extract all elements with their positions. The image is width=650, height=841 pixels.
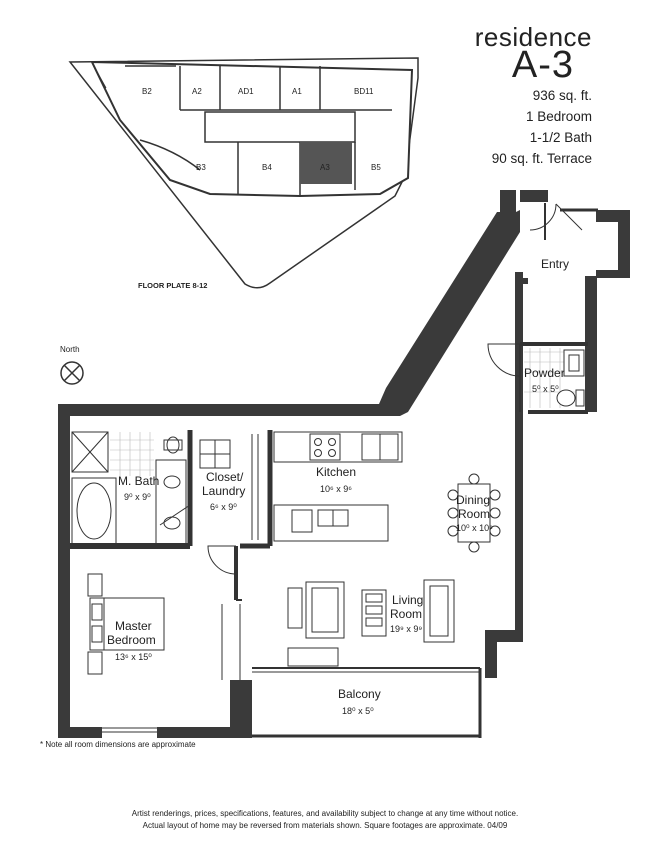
residence-word: residence bbox=[474, 22, 592, 52]
dining-dims: 10⁰ x 10⁶ bbox=[456, 523, 493, 533]
spec-bedrooms: 1 Bedroom bbox=[525, 109, 592, 124]
key-plate bbox=[68, 57, 419, 289]
closet-dims: 6⁶ x 9⁰ bbox=[210, 502, 237, 512]
spec-sqft: 936 sq. ft. bbox=[532, 88, 592, 103]
key-unit-a3: A3 bbox=[320, 163, 330, 172]
compass-label: North bbox=[60, 345, 80, 354]
bedroom-furniture bbox=[87, 573, 165, 675]
door-swings bbox=[159, 203, 583, 680]
balcony-dims: 18⁰ x 5⁰ bbox=[342, 706, 374, 716]
key-unit-b2: B2 bbox=[142, 87, 152, 96]
spec-terrace: 90 sq. ft. Terrace bbox=[491, 151, 592, 166]
north-compass-icon bbox=[60, 361, 84, 385]
dimensions-note: * Note all room dimensions are approxima… bbox=[40, 740, 196, 749]
closet-label-line2: Laundry bbox=[202, 484, 245, 498]
powder-fixtures bbox=[556, 349, 585, 407]
kitchen-fixtures bbox=[273, 431, 403, 542]
key-unit-b5: B5 bbox=[371, 163, 381, 172]
kitchen-label: Kitchen bbox=[316, 465, 356, 479]
entry-label: Entry bbox=[541, 257, 569, 271]
master-bath-fixtures bbox=[71, 431, 187, 545]
key-plate-caption: FLOOR PLATE 8-12 bbox=[138, 281, 207, 290]
master-bedroom-dims: 13⁶ x 15⁰ bbox=[115, 652, 152, 662]
key-unit-a2: A2 bbox=[192, 87, 202, 96]
master-bedroom-label-line1: Master bbox=[115, 619, 152, 633]
living-dims: 19⁹ x 9⁹ bbox=[390, 624, 422, 634]
living-label-line1: Living bbox=[392, 593, 423, 607]
key-unit-bd11: BD11 bbox=[354, 87, 374, 96]
balcony-label: Balcony bbox=[338, 687, 381, 701]
exterior-walls bbox=[58, 190, 630, 738]
dining-label-line1: Dining bbox=[456, 493, 490, 507]
master-bath-dims: 9⁰ x 9⁰ bbox=[124, 492, 151, 502]
interior-walls bbox=[70, 203, 598, 738]
key-unit-b3: B3 bbox=[196, 163, 206, 172]
key-unit-a1: A1 bbox=[292, 87, 302, 96]
disclaimer-line-2: Actual layout of home may be reversed fr… bbox=[142, 821, 508, 830]
key-unit-b4: B4 bbox=[262, 163, 272, 172]
key-unit-ad1: AD1 bbox=[238, 87, 254, 96]
disclaimer: Artist renderings, prices, specification… bbox=[0, 808, 650, 832]
dining-table bbox=[447, 473, 501, 553]
dining-label-line2: Room bbox=[458, 507, 490, 521]
living-furniture bbox=[287, 579, 455, 667]
living-label-line2: Room bbox=[390, 607, 422, 621]
closet-laundry-fixtures bbox=[199, 434, 259, 540]
master-bath-label: M. Bath bbox=[118, 474, 159, 488]
spec-baths: 1-1/2 Bath bbox=[529, 130, 592, 145]
residence-code: A-3 bbox=[511, 44, 574, 86]
closet-label-line1: Closet/ bbox=[206, 470, 244, 484]
master-bedroom-label-line2: Bedroom bbox=[107, 633, 156, 647]
kitchen-dims: 10⁶ x 9⁶ bbox=[320, 484, 352, 494]
powder-dims: 5⁰ x 5⁰ bbox=[532, 384, 559, 394]
disclaimer-line-1: Artist renderings, prices, specification… bbox=[131, 809, 519, 818]
powder-label: Powder bbox=[524, 366, 565, 380]
